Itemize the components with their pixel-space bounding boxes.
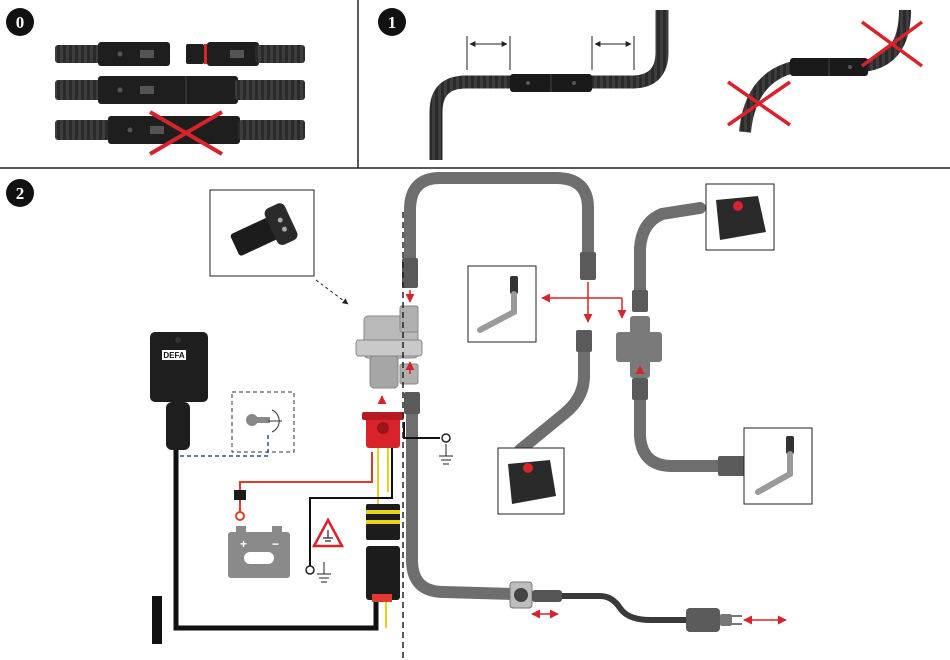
pipe-connector-icon xyxy=(790,58,868,76)
control-box-icon: DEFA xyxy=(150,332,208,644)
heater-element-icon xyxy=(744,428,812,504)
engine-heater-unit xyxy=(356,306,422,388)
cabin-heater-unit xyxy=(706,184,774,250)
heater-element-icon xyxy=(468,266,536,342)
tee-connector xyxy=(616,316,662,378)
ignition-key-icon xyxy=(246,410,282,432)
brand-label: DEFA xyxy=(163,351,185,360)
inlet-connector xyxy=(510,582,562,608)
cabin-heater-unit xyxy=(498,448,564,514)
battery-minus-label: − xyxy=(272,537,279,551)
step-1-panel xyxy=(436,10,922,160)
connector-detail-callout xyxy=(210,190,348,304)
power-plug-icon xyxy=(686,608,742,632)
pipe-connector-icon xyxy=(510,74,592,92)
hose-right-down xyxy=(640,378,720,466)
fuse-connector xyxy=(234,490,246,520)
step-1-badge: 1 xyxy=(378,8,406,36)
ground-icon xyxy=(439,434,453,464)
step-0-badge: 0 xyxy=(6,8,34,36)
step-1-number: 1 xyxy=(388,13,397,32)
hose-mid-down xyxy=(520,342,584,450)
hose-main-down xyxy=(412,400,512,594)
red-socket xyxy=(362,412,404,448)
step-2-panel: DEFA + − xyxy=(150,178,812,660)
dimension-arrow-icon xyxy=(467,36,510,70)
step-2-badge: 2 xyxy=(6,179,34,207)
battery-plus-label: + xyxy=(240,537,247,551)
wiring xyxy=(176,420,440,628)
inline-connector xyxy=(366,504,400,602)
hose-to-tee-up xyxy=(640,208,700,300)
ignition-key-box xyxy=(232,392,294,452)
hose-upper-loop xyxy=(410,178,588,262)
pipe-connector-icon xyxy=(55,76,305,104)
battery-icon: + − xyxy=(228,526,290,578)
dimension-arrow-icon xyxy=(592,36,634,70)
warning-triangle-icon xyxy=(314,520,342,546)
step-0-number: 0 xyxy=(16,13,25,32)
pipe-connector-icon xyxy=(55,42,305,66)
step-2-number: 2 xyxy=(16,184,25,203)
hose-system xyxy=(410,178,720,620)
pipe-connector-icon xyxy=(402,252,746,476)
power-cable xyxy=(560,596,686,620)
step-0-panel xyxy=(55,42,305,154)
